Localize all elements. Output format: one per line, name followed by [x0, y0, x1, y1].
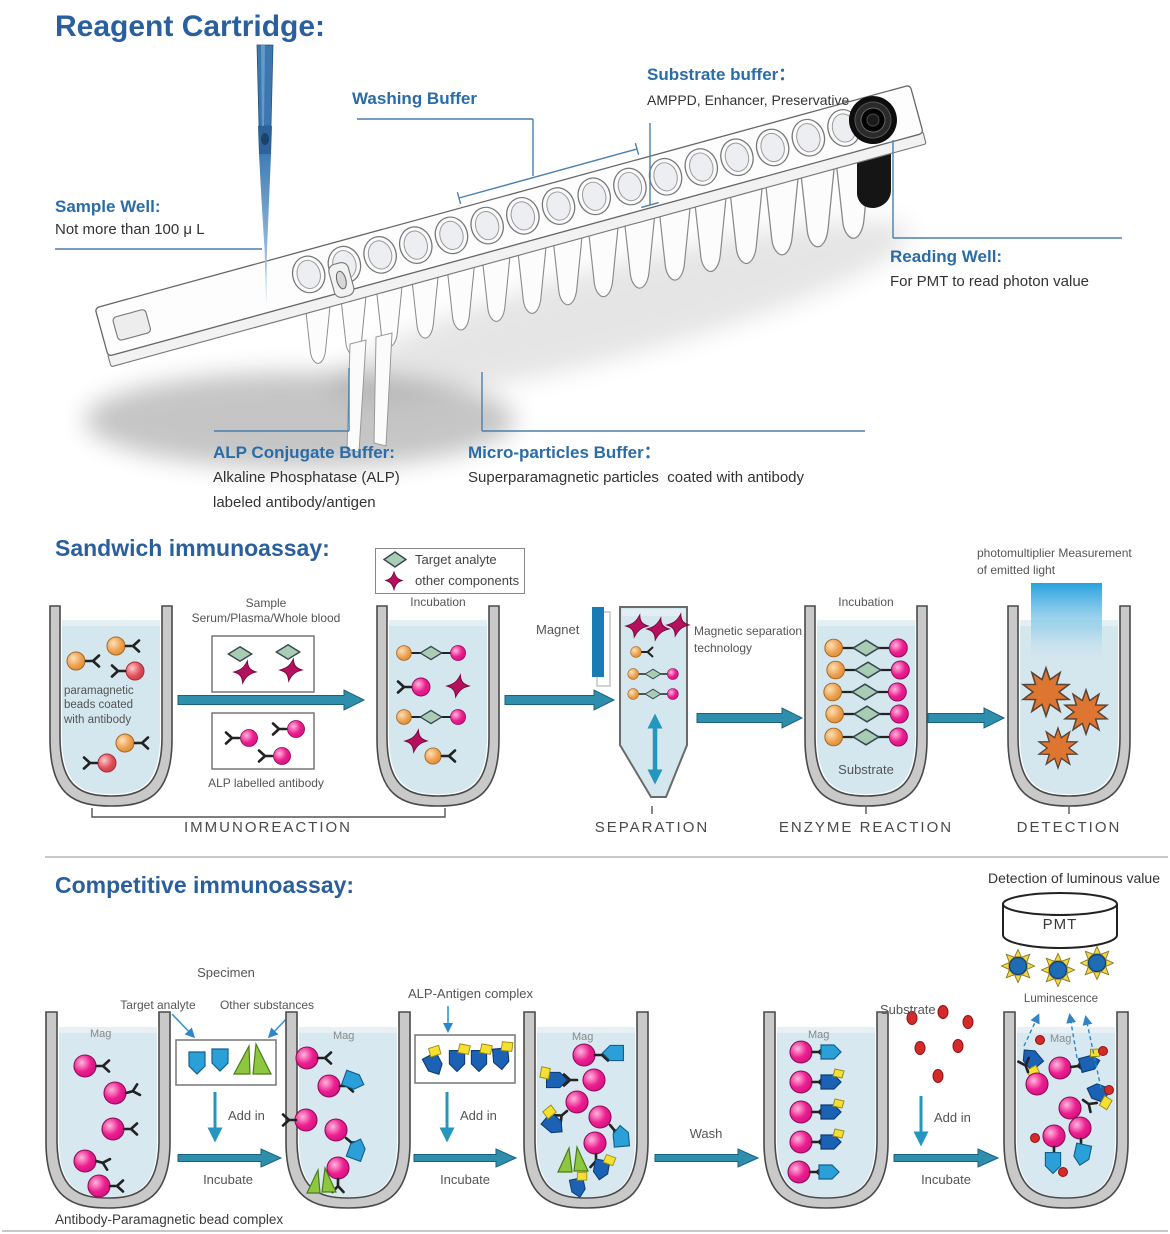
separation-vessel	[619, 606, 693, 798]
incubate-arrow-3	[893, 1148, 1000, 1168]
add-in-label-1: Add in	[228, 1108, 265, 1123]
pmt-light-beam	[1031, 583, 1102, 665]
mag-label-5: Mag	[1050, 1033, 1072, 1045]
luminescence-label: Luminescence	[1023, 993, 1099, 1005]
sample-label-1: Sample	[245, 596, 287, 610]
sandwich-title: Sandwich immunoassay:	[55, 535, 330, 561]
substrate-buffer-label: Substrate buffer：	[647, 65, 796, 84]
cartridge-strip	[95, 85, 927, 367]
pipette-icon	[256, 44, 274, 306]
incubate-arrow-2	[413, 1148, 518, 1168]
micro-particles-desc: Superparamagnetic particles coated with …	[468, 469, 805, 486]
comp-tube-2	[281, 1011, 411, 1209]
tube1-caption: paramagnetic beads coated with antibody	[64, 685, 134, 726]
substrate-buffer-desc: AMPPD, Enhancer, Preservative	[647, 92, 850, 108]
luminescence-rays	[1023, 1013, 1102, 1089]
incubate-label-1: Incubate	[203, 1172, 253, 1187]
comp-tube-5	[1003, 1011, 1129, 1209]
legend-target-analyte: Target analyte	[382, 551, 524, 569]
legend-box: Target analyte other components	[375, 548, 525, 594]
mag-label-3: Mag	[572, 1031, 594, 1043]
substrate-label: Substrate	[838, 762, 894, 777]
other-components-icon	[384, 570, 404, 591]
sample-well-desc: Not more than 100 μ L	[55, 221, 205, 238]
wash-label: Wash	[689, 1126, 723, 1141]
strip-end-hole	[112, 309, 151, 341]
stage-detection: DETECTION	[1016, 819, 1122, 836]
detection-luminous-label: Detection of luminous value	[988, 870, 1160, 886]
flow-arrow-enzyme	[696, 707, 804, 729]
photomultiplier-label-1: photomultiplier Measurement	[977, 546, 1132, 560]
pmt-label: PMT	[1042, 916, 1078, 933]
wash-arrow	[654, 1148, 760, 1168]
reading-well-cap	[848, 96, 897, 145]
callout-lines	[55, 118, 1122, 432]
stage-immunoreaction: IMMUNOREACTION	[184, 819, 352, 836]
cartridge-tabs	[346, 332, 393, 453]
alp-conjugate-label: ALP Conjugate Buffer:	[213, 443, 395, 462]
other-substances-label: Other substances	[219, 998, 315, 1012]
sample-well-label: Sample Well:	[55, 197, 161, 216]
specimen-box	[175, 1039, 277, 1086]
legend-target-label: Target analyte	[415, 552, 497, 568]
washing-buffer-label: Washing Buffer	[352, 89, 477, 108]
incubate-arrow-1	[177, 1148, 283, 1168]
magnetic-separation-label-1: Magnetic separation	[694, 624, 803, 638]
alp-box-caption: ALP labelled antibody	[208, 776, 324, 790]
stage-enzyme-reaction: ENZYME REACTION	[778, 819, 954, 836]
immunoreaction-bracket	[91, 808, 446, 818]
competitive-row	[45, 892, 1129, 1209]
reagent-cartridge-figure	[55, 44, 1122, 468]
flow-arrow-immunoreaction	[177, 689, 366, 711]
magnet-bar	[592, 607, 611, 687]
reading-well-label: Reading Well:	[890, 247, 1003, 266]
alp-conjugate-desc2: labeled antibody/antigen	[213, 494, 376, 511]
competitive-title: Competitive immunoassay:	[55, 872, 355, 898]
luminescence-suns	[1002, 947, 1114, 987]
incubation-label-2: Incubation	[838, 595, 894, 609]
legend-other-components: other components	[382, 570, 524, 591]
cartridge-title: Reagent Cartridge:	[55, 10, 326, 43]
specimen-label: Specimen	[197, 965, 255, 980]
stage-separation: SEPARATION	[594, 819, 710, 836]
target-analyte-label: Target analyte	[120, 998, 196, 1012]
alp-antigen-box	[414, 1034, 516, 1084]
add-in-label-2: Add in	[460, 1108, 497, 1123]
sandwich-tube-incubation	[376, 605, 500, 807]
target-analyte-icon	[382, 551, 408, 569]
substrate-dots	[906, 1005, 974, 1083]
mag-label-4: Mag	[808, 1029, 830, 1041]
photomultiplier-label-2: of emitted light	[977, 563, 1056, 577]
incubation-label-1: Incubation	[410, 595, 466, 609]
sample-label-2: Serum/Plasma/Whole blood	[191, 611, 341, 625]
alp-antibody-box	[211, 712, 315, 770]
flow-arrow-separation	[504, 689, 616, 711]
incubate-label-2: Incubate	[440, 1172, 490, 1187]
comp-tube-3	[523, 1011, 649, 1209]
flow-arrow-detection	[927, 707, 1006, 729]
magnet-label: Magnet	[536, 622, 580, 637]
micro-particles-label: Micro-particles Buffer：	[468, 443, 661, 462]
sample-well-slot	[328, 262, 355, 298]
magnetic-separation-label-2: technology	[694, 641, 753, 655]
antibody-bead-caption: Antibody-Paramagnetic bead complex	[55, 1212, 284, 1227]
alp-conjugate-desc1: Alkaline Phosphatase (ALP)	[213, 469, 400, 486]
cartridge-shadow-2	[329, 220, 911, 400]
mag-label-1: Mag	[90, 1028, 112, 1040]
other-substance-triangle	[252, 1041, 272, 1075]
substrate-comp-label: Substrate	[880, 1002, 936, 1017]
target-analyte-arrow	[171, 1013, 196, 1039]
incubate-label-3: Incubate	[921, 1172, 971, 1187]
sandwich-row	[49, 583, 1131, 818]
add-in-label-3: Add in	[934, 1110, 971, 1125]
other-substance-triangle	[232, 1043, 251, 1075]
sample-box	[211, 635, 315, 693]
mag-label-2: Mag	[333, 1030, 355, 1042]
legend-other-label: other components	[415, 573, 520, 589]
detection-tube	[1007, 583, 1131, 807]
alp-antigen-label: ALP-Antigen complex	[408, 986, 534, 1001]
reading-well-desc: For PMT to read photon value	[890, 273, 1089, 290]
pmt-detector	[1002, 892, 1118, 950]
